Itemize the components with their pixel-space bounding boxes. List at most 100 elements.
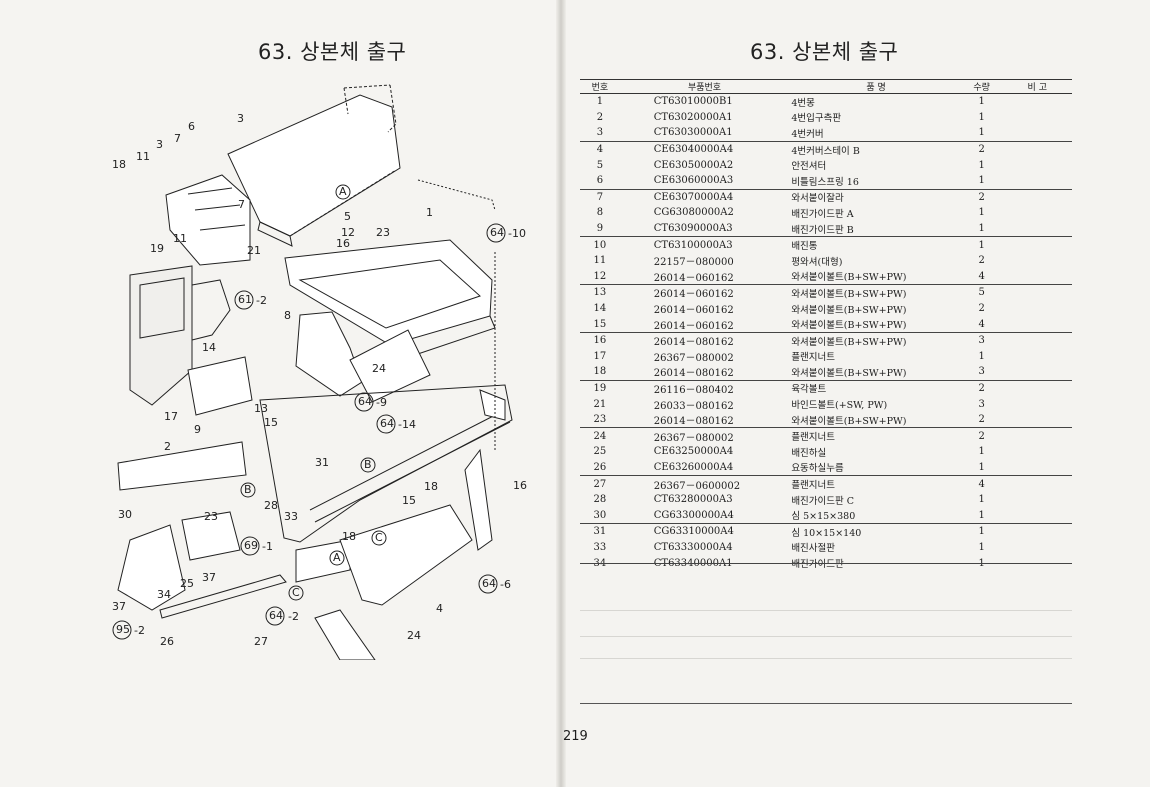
remarks-cell	[1003, 110, 1072, 126]
part-no-cell: 2	[596, 111, 604, 123]
remarks-cell	[1002, 523, 1072, 540]
callout-label: 21	[247, 244, 261, 257]
part-number-cell: 26014－060162	[619, 284, 790, 301]
remarks-cell	[1003, 364, 1072, 380]
remarks-cell	[1003, 94, 1072, 110]
letter-ref: A	[333, 551, 341, 564]
part-name-cell: 배진가이드판	[791, 559, 844, 571]
callout-label: 18	[424, 480, 438, 493]
part-name-cell: 4번입구측판	[791, 113, 842, 125]
part-number-cell: CG63300000A4	[653, 509, 734, 521]
part-name-cell: 평와셔(대형)	[791, 256, 843, 268]
remarks-cell	[1003, 205, 1072, 221]
part-name-cell: 플랜지너트	[789, 427, 961, 445]
part-name-cell: 와셔붙이볼트(B+SW+PW)	[791, 367, 907, 379]
part-name-cell: 비틀림스프링 16	[791, 176, 859, 188]
diagram-letter-ref-labels: A A B B C C	[244, 185, 383, 599]
quantity-cell: 1	[978, 541, 985, 553]
part-number-cell: CG63310000A4	[619, 523, 790, 540]
part-number-cell: CG63080000A2	[653, 207, 734, 219]
circle-ref-suffix: -2	[288, 610, 299, 623]
part-name-cell: 배진하실	[791, 447, 827, 459]
quantity-cell: 1	[978, 461, 985, 473]
remarks-cell	[1003, 301, 1072, 317]
part-name-cell: 4번커버스테이 B	[789, 140, 961, 158]
part-name-cell: 와셔붙이볼트(B+SW+PW)	[789, 284, 961, 301]
part-no-cell: 14	[593, 303, 607, 315]
part-name-cell: 배진사절판	[791, 543, 836, 555]
letter-ref: B	[244, 483, 252, 496]
part-no-cell: 13	[580, 284, 620, 301]
callout-label: 4	[436, 602, 443, 615]
circle-ref-suffix: -6	[500, 578, 511, 591]
callout-label: 26	[160, 635, 174, 648]
callout-label: 23	[376, 226, 390, 239]
part-no-cell: 3	[596, 127, 604, 139]
bleed-through-rule	[580, 610, 1072, 611]
part-number-cell: 26367－0600002	[619, 475, 790, 492]
part-number-cell: 26014－080162	[653, 416, 734, 428]
part-number-cell: CT63330000A4	[653, 541, 733, 553]
callout-label: 18	[342, 530, 356, 543]
remarks-cell	[1003, 492, 1072, 508]
part-no-cell: 18	[593, 366, 607, 378]
quantity-cell: 1	[978, 127, 985, 139]
remarks-cell	[1002, 331, 1072, 349]
callout-label: 25	[180, 577, 194, 590]
part-no-cell: 33	[593, 541, 607, 553]
quantity-cell: 1	[960, 236, 1003, 253]
part-name-cell: 심 5×15×380	[791, 511, 856, 523]
table-row: 33 CT63330000A4 배진사절판 1	[580, 540, 1072, 556]
part-number-cell: CT63020000A1	[653, 111, 733, 123]
part-number-cell: 26014－060162	[653, 320, 734, 332]
callout-label: 28	[264, 499, 278, 512]
remarks-cell	[1002, 140, 1072, 158]
letter-ref: C	[375, 531, 383, 544]
letter-ref: C	[292, 586, 300, 599]
part-number-cell: CE63070000A4	[619, 188, 790, 206]
callout-label: 15	[402, 494, 416, 507]
circle-ref-suffix: -9	[376, 396, 387, 409]
quantity-cell: 2	[978, 414, 985, 426]
table-bottom-rule	[580, 563, 1072, 564]
circle-ref-suffix: -10	[508, 227, 526, 240]
callout-label: 18	[112, 158, 126, 171]
part-number-cell: CE63250000A4	[653, 446, 734, 458]
circle-ref-suffix: -1	[262, 540, 273, 553]
part-no-cell: 15	[593, 318, 607, 330]
part-no-cell: 25	[593, 446, 607, 458]
remarks-cell	[1002, 284, 1072, 301]
callout-label: 5	[344, 210, 351, 223]
part-name-cell: 와셔붙이볼트(B+SW+PW)	[791, 320, 907, 332]
part-number-cell: 26014－060162	[653, 305, 734, 317]
quantity-cell: 1	[978, 207, 985, 219]
circle-ref: 95	[116, 623, 130, 636]
remarks-cell	[1003, 444, 1072, 460]
part-no-cell: 1	[596, 96, 604, 108]
remarks-cell	[1003, 269, 1072, 285]
part-number-cell: CT63090000A3	[653, 223, 733, 235]
remarks-cell	[1003, 412, 1072, 428]
callout-label: 3	[156, 138, 163, 151]
quantity-cell: 2	[978, 303, 985, 315]
callout-label: 24	[372, 362, 386, 375]
table-header-row: 번호 부품번호 품 명 수량 비 고	[580, 79, 1072, 94]
part-no-cell: 19	[580, 379, 620, 397]
part-no-cell: 12	[593, 270, 607, 282]
part-no-cell: 17	[593, 350, 607, 362]
quantity-cell: 4	[978, 270, 985, 282]
part-no-cell: 16	[580, 331, 620, 349]
diagram-circle-refs	[112, 223, 506, 640]
